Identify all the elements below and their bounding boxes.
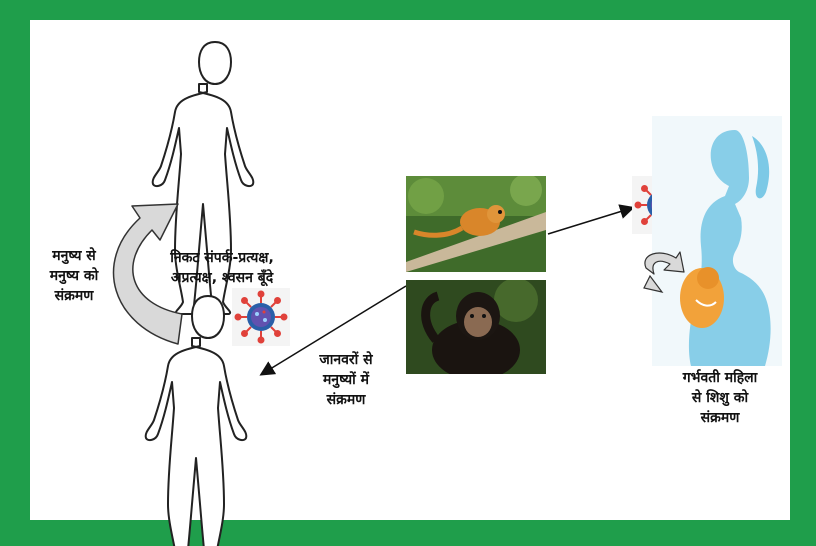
dormouse-photo	[406, 176, 546, 272]
close-contact-label: निकट संपर्क-प्रत्यक्ष, अप्रत्यक्ष, श्वसन…	[132, 248, 312, 288]
animal-to-virus-arrow	[548, 208, 632, 234]
human-to-human-label: मनुष्य से मनुष्य को संक्रमण	[28, 246, 120, 306]
animal-to-human-label: जानवरों से मनुष्यों में संक्रमण	[296, 350, 396, 410]
chimpanzee-photo	[406, 280, 546, 374]
mother-to-child-label: गर्भवती महिला से शिशु को संक्रमण	[660, 368, 780, 428]
virus-icon	[236, 292, 287, 343]
